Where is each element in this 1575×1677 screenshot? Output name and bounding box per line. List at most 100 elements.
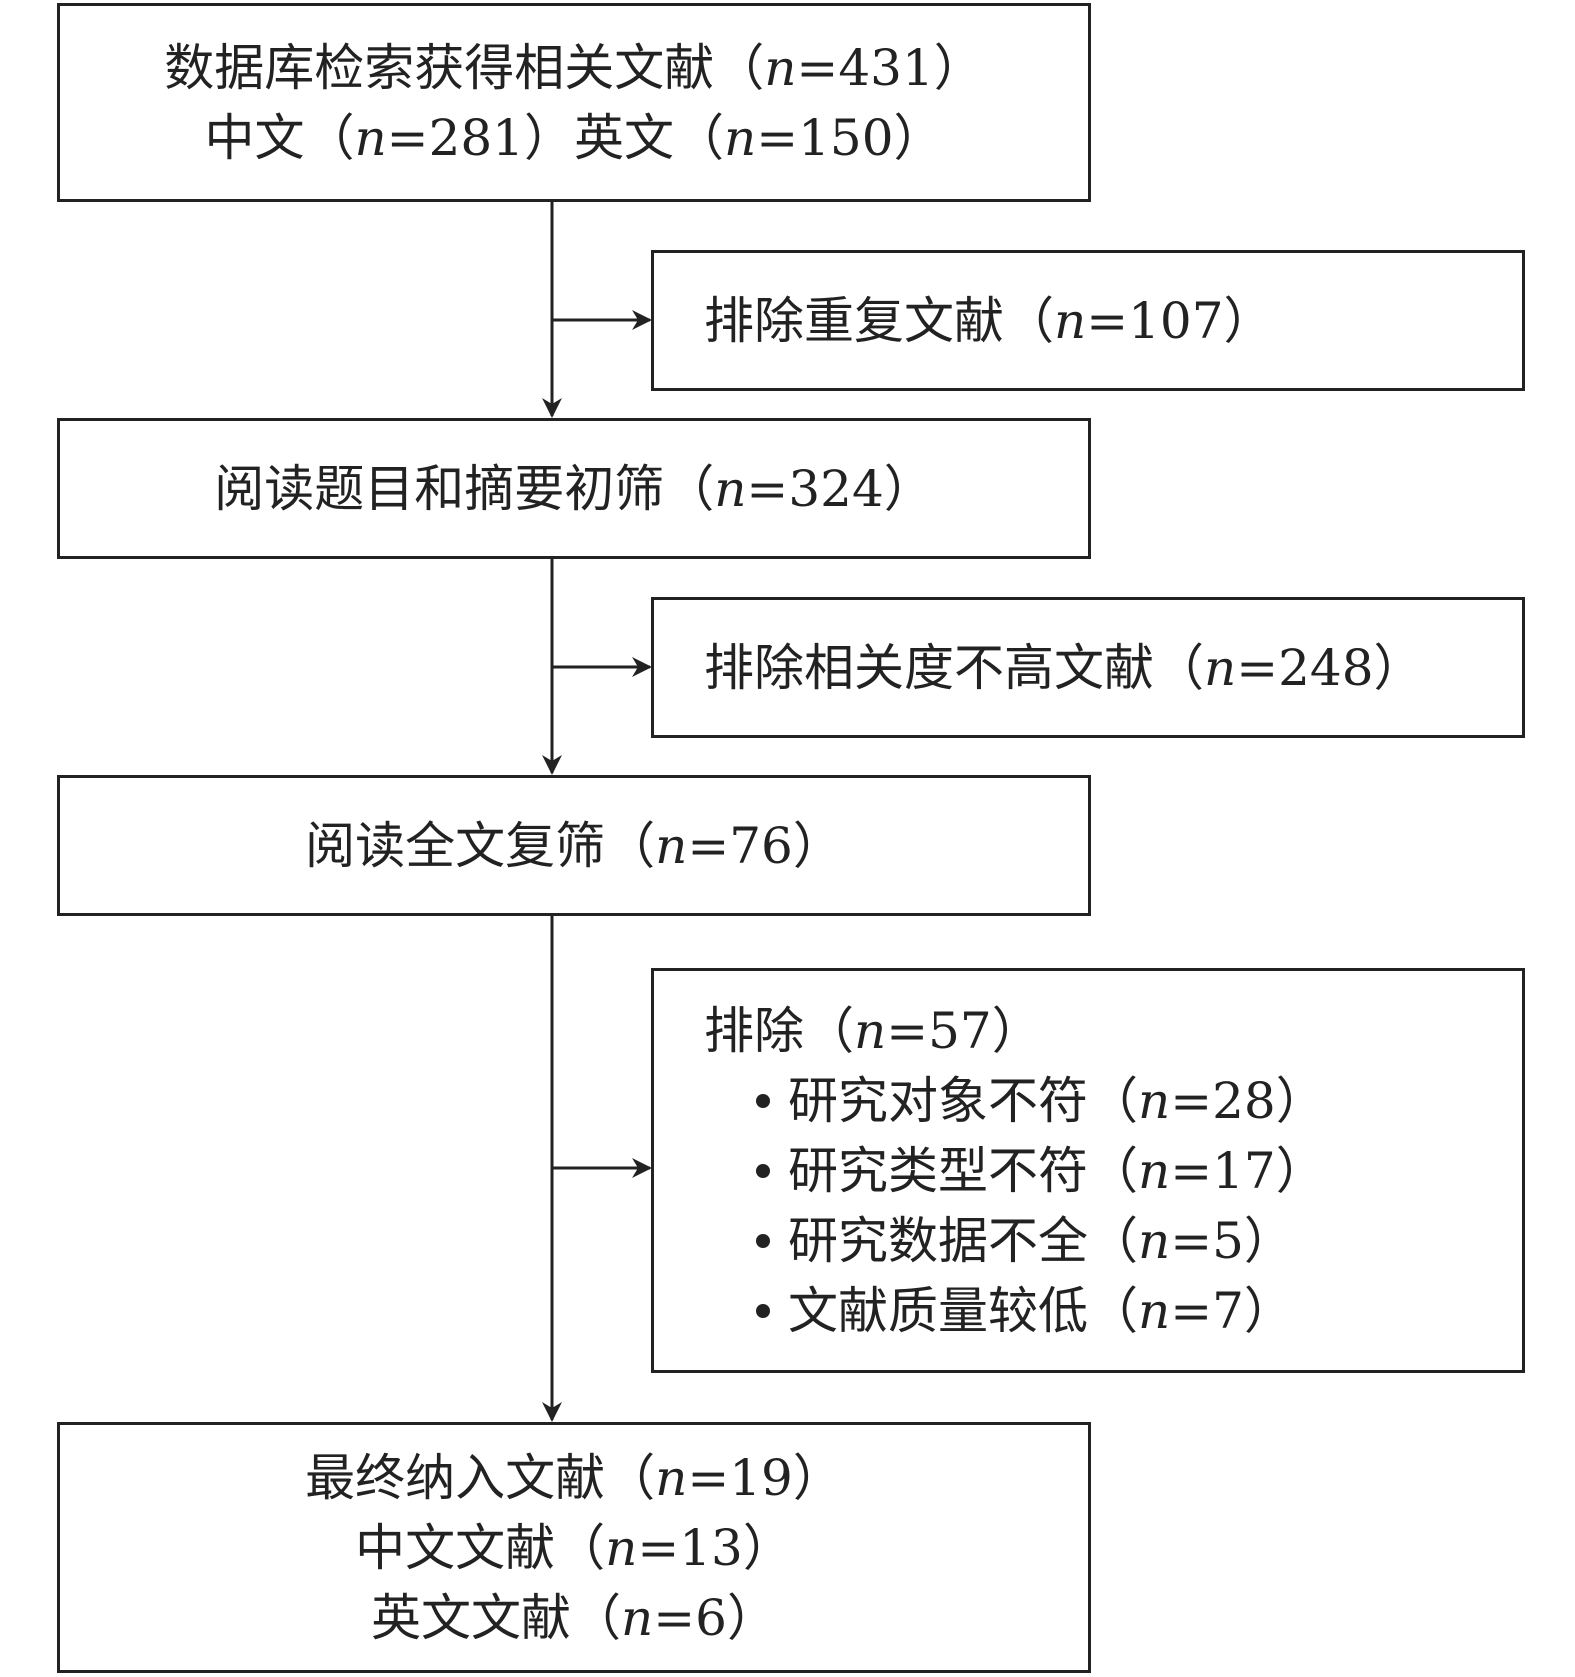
box-title-abstract-screen: 阅读题目和摘要初筛（n=324） <box>57 418 1091 559</box>
final-chinese-line: 中文文献（n=13） <box>355 1513 793 1583</box>
paren-open: （ <box>1088 1141 1138 1200</box>
n-symbol: n <box>1054 291 1087 350</box>
paren-open: （ <box>664 459 715 518</box>
n-symbol: n <box>354 108 387 167</box>
reason-count: 17 <box>1212 1141 1276 1200</box>
n-symbol: n <box>605 1518 638 1577</box>
final-english-line: 英文文献（n=6） <box>371 1583 777 1653</box>
english-label: 英文 <box>574 108 674 167</box>
list-item: 研究数据不全（n=5） <box>704 1206 1522 1276</box>
eq-sign: = <box>687 816 730 875</box>
paren-close: ） <box>933 38 984 97</box>
search-total-label: 数据库检索获得相关文献 <box>164 38 715 97</box>
paren-close: ） <box>1223 291 1274 350</box>
box-exclude-low-relevance: 排除相关度不高文献（n=248） <box>651 597 1525 738</box>
title-abstract-screen-line: 阅读题目和摘要初筛（n=324） <box>214 454 934 524</box>
eq-sign: = <box>756 108 799 167</box>
reason-count: 7 <box>1212 1281 1244 1340</box>
reason-count: 28 <box>1212 1071 1276 1130</box>
eq-sign: = <box>1170 1141 1213 1200</box>
exclude-low-relevance-line: 排除相关度不高文献（n=248） <box>704 633 1522 703</box>
n-symbol: n <box>714 459 747 518</box>
bullet-dot-icon <box>756 1303 770 1318</box>
bullet-dot-icon <box>756 1233 770 1248</box>
n-symbol: n <box>1138 1281 1171 1340</box>
eq-sign: = <box>1236 638 1279 697</box>
n-symbol: n <box>1204 638 1237 697</box>
paren-close: ） <box>1243 1211 1294 1270</box>
paren-close: ） <box>524 108 574 167</box>
final-english-label: 英文文献 <box>371 1588 572 1647</box>
paren-open: （ <box>1088 1281 1138 1340</box>
paren-open: （ <box>1004 291 1054 350</box>
box-database-search: 数据库检索获得相关文献（n=431） 中文（n=281）英文（n=150） <box>57 3 1091 202</box>
paren-open: （ <box>304 108 355 167</box>
n-symbol: n <box>1138 1211 1171 1270</box>
n-symbol: n <box>724 108 757 167</box>
final-total-count: 19 <box>729 1448 793 1507</box>
eq-sign: = <box>746 459 789 518</box>
paren-close: ） <box>883 459 934 518</box>
exclusion-reasons-list: 研究对象不符（n=28） 研究类型不符（n=17） 研究数据不全（n=5） 文献… <box>704 1066 1522 1346</box>
reason-label: 研究对象不符 <box>788 1071 1088 1130</box>
bullet-dot-icon <box>756 1163 770 1178</box>
list-item: 研究类型不符（n=17） <box>704 1136 1522 1206</box>
search-total-count: 431 <box>838 38 934 97</box>
paren-open: （ <box>605 816 656 875</box>
n-symbol: n <box>1138 1071 1171 1130</box>
final-chinese-label: 中文文献 <box>355 1518 556 1577</box>
paren-close: ） <box>792 816 843 875</box>
box-fulltext-screen: 阅读全文复筛（n=76） <box>57 775 1091 916</box>
exclude-duplicates-count: 107 <box>1128 291 1224 350</box>
paren-close: ） <box>1275 1141 1326 1200</box>
exclude-fulltext-label: 排除 <box>704 1001 804 1060</box>
paren-open: （ <box>605 1448 656 1507</box>
eq-sign: = <box>1170 1071 1213 1130</box>
paren-open: （ <box>674 108 724 167</box>
paren-close: ） <box>991 1001 1042 1060</box>
exclude-low-relevance-label: 排除相关度不高文献 <box>704 638 1154 697</box>
n-symbol: n <box>764 38 797 97</box>
reason-label: 研究类型不符 <box>788 1141 1088 1200</box>
fulltext-screen-line: 阅读全文复筛（n=76） <box>305 811 843 881</box>
eq-sign: = <box>796 38 839 97</box>
eq-sign: = <box>637 1518 680 1577</box>
final-english-count: 6 <box>695 1588 727 1647</box>
fulltext-screen-label: 阅读全文复筛 <box>305 816 606 875</box>
n-symbol: n <box>1138 1141 1171 1200</box>
eq-sign: = <box>687 1448 730 1507</box>
paren-open: （ <box>804 1001 854 1060</box>
paren-close: ） <box>742 1518 793 1577</box>
final-total-line: 最终纳入文献（n=19） <box>305 1443 843 1513</box>
exclude-duplicates-label: 排除重复文献 <box>704 291 1004 350</box>
english-count: 150 <box>798 108 894 167</box>
box-exclude-fulltext: 排除（n=57） 研究对象不符（n=28） 研究类型不符（n=17） 研究数据不… <box>651 968 1525 1373</box>
eq-sign: = <box>1170 1211 1213 1270</box>
exclude-fulltext-line: 排除（n=57） <box>704 996 1522 1066</box>
paren-close: ） <box>1275 1071 1326 1130</box>
paren-open: （ <box>714 38 765 97</box>
paren-close: ） <box>1373 638 1424 697</box>
n-symbol: n <box>655 1448 688 1507</box>
box-exclude-duplicates: 排除重复文献（n=107） <box>651 250 1525 391</box>
bullet-dot-icon <box>756 1093 770 1108</box>
list-item: 文献质量较低（n=7） <box>704 1276 1522 1346</box>
final-total-label: 最终纳入文献 <box>305 1448 606 1507</box>
paren-open: （ <box>571 1588 622 1647</box>
eq-sign: = <box>1086 291 1129 350</box>
eq-sign: = <box>386 108 429 167</box>
paren-open: （ <box>1088 1211 1138 1270</box>
exclude-duplicates-line: 排除重复文献（n=107） <box>704 286 1522 356</box>
exclude-fulltext-count: 57 <box>928 1001 992 1060</box>
reason-label: 文献质量较低 <box>788 1281 1088 1340</box>
box-final-included: 最终纳入文献（n=19） 中文文献（n=13） 英文文献（n=6） <box>57 1422 1091 1673</box>
list-item: 研究对象不符（n=28） <box>704 1066 1522 1136</box>
paren-close: ） <box>893 108 944 167</box>
final-chinese-count: 13 <box>679 1518 743 1577</box>
chinese-label: 中文 <box>204 108 305 167</box>
eq-sign: = <box>886 1001 929 1060</box>
paren-close: ） <box>726 1588 777 1647</box>
fulltext-screen-count: 76 <box>729 816 793 875</box>
paren-open: （ <box>1088 1071 1138 1130</box>
